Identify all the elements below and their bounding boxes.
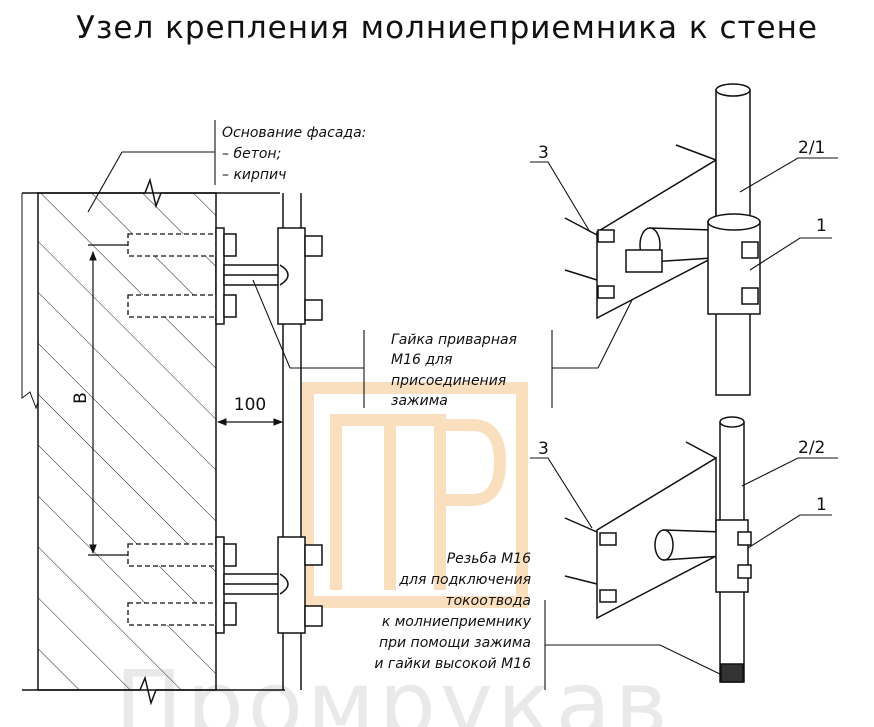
watermark-logo [302, 382, 528, 608]
callouts-top [530, 157, 838, 271]
callout-top-anchor: 3 [538, 143, 549, 163]
wall-anchors [127, 233, 217, 626]
base-note-line3: – кирпич [222, 167, 286, 183]
rod-side-view [277, 193, 323, 690]
dimension-b [88, 244, 128, 556]
nut-note-leader [252, 267, 649, 408]
thread-note-line2: для подключения [398, 572, 531, 588]
wall-section [21, 177, 285, 706]
callouts-bottom [530, 457, 838, 549]
thread-note-line5: при помощи зажима [379, 635, 531, 651]
callout-bottom-clamp: 1 [816, 495, 827, 515]
base-note-leader [87, 120, 216, 213]
nut-note-line3: присоединения [391, 373, 506, 389]
base-note-line2: – бетон; [222, 146, 281, 162]
assembly-top [564, 83, 761, 396]
nut-note-line4: зажима [391, 393, 448, 409]
base-note-line1: Основание фасада: [222, 125, 366, 141]
dimension-offset-label: 100 [234, 395, 266, 415]
nut-note-line2: М16 для [391, 352, 452, 368]
callout-bottom-anchor: 3 [538, 439, 549, 459]
thread-note-leader [544, 600, 723, 690]
thread-note-line3: токоотвода [445, 593, 531, 609]
thread-note-line1: Резьба М16 [447, 551, 531, 567]
base-plates [215, 227, 281, 634]
callout-bottom-rod: 2/2 [798, 438, 825, 458]
dimension-spacing-label: B [71, 392, 91, 404]
thread-note-line6: и гайки высокой М16 [374, 656, 531, 672]
callout-top-rod: 2/1 [798, 138, 825, 158]
thread-note-line4: к молниеприемнику [382, 614, 532, 630]
nut-note-line1: Гайка приварная [391, 332, 517, 348]
page-title: Узел крепления молниеприемника к стене [76, 10, 818, 46]
assembly-bottom [564, 416, 752, 683]
callout-top-clamp: 1 [816, 216, 827, 236]
